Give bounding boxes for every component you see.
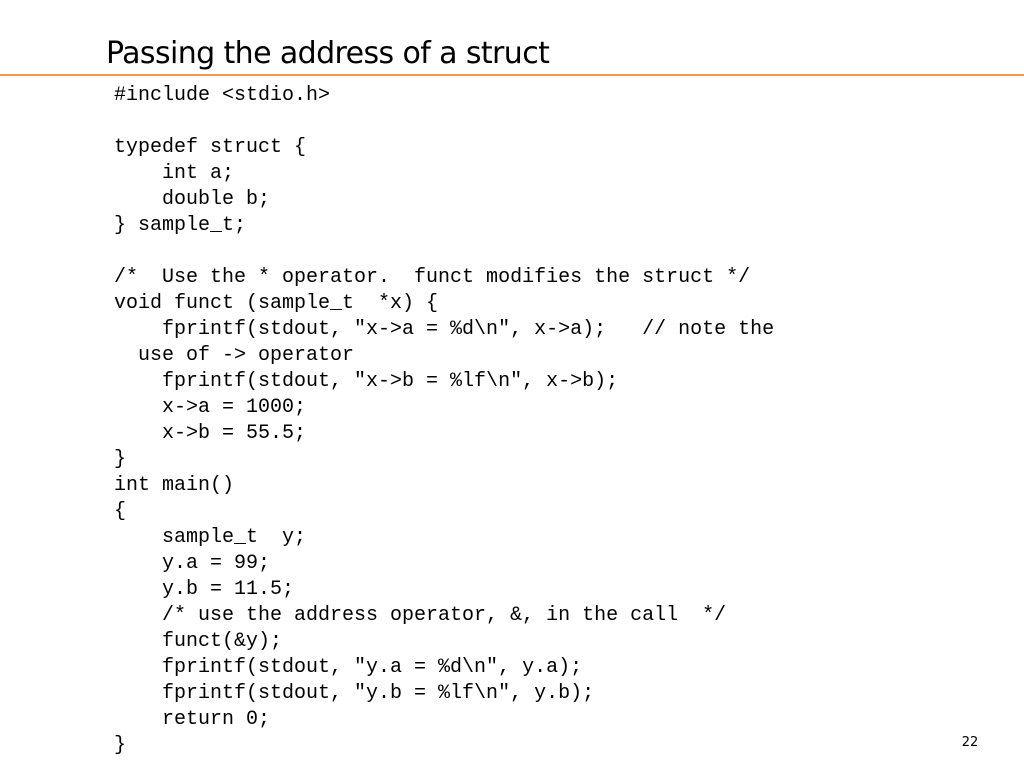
code-line: x->b = 55.5; bbox=[114, 422, 307, 445]
page-number: 22 bbox=[961, 735, 979, 750]
code-block: #include <stdio.h> typedef struct { int … bbox=[114, 83, 994, 759]
code-line: int main() bbox=[114, 474, 235, 497]
code-line: { bbox=[114, 500, 127, 523]
code-line: /* Use the * operator. funct modifies th… bbox=[114, 266, 751, 289]
slide-title: Passing the address of a struct bbox=[106, 36, 550, 71]
code-line: x->a = 1000; bbox=[114, 396, 307, 419]
code-line: fprintf(stdout, "y.a = %d\n", y.a); bbox=[114, 656, 583, 679]
code-line: y.b = 11.5; bbox=[114, 578, 295, 601]
code-line: } bbox=[114, 448, 127, 471]
code-line: fprintf(stdout, "y.b = %lf\n", y.b); bbox=[114, 682, 595, 705]
code-line: use of -> operator bbox=[114, 344, 355, 367]
title-divider bbox=[0, 74, 1024, 76]
code-line: double b; bbox=[114, 188, 271, 211]
code-line: fprintf(stdout, "x->b = %lf\n", x->b); bbox=[114, 370, 619, 393]
code-line: int a; bbox=[114, 162, 235, 185]
code-line: typedef struct { bbox=[114, 136, 307, 159]
code-line bbox=[114, 239, 994, 265]
code-line: } sample_t; bbox=[114, 214, 247, 237]
code-line: funct(&y); bbox=[114, 630, 283, 653]
code-line: return 0; bbox=[114, 708, 271, 731]
code-line: fprintf(stdout, "x->a = %d\n", x->a); //… bbox=[114, 318, 775, 341]
code-line: void funct (sample_t *x) { bbox=[114, 292, 439, 315]
code-line: #include <stdio.h> bbox=[114, 84, 331, 107]
code-line: y.a = 99; bbox=[114, 552, 271, 575]
code-line: } bbox=[114, 734, 127, 757]
code-line bbox=[114, 109, 994, 135]
code-line: /* use the address operator, &, in the c… bbox=[114, 604, 727, 627]
code-line: sample_t y; bbox=[114, 526, 307, 549]
